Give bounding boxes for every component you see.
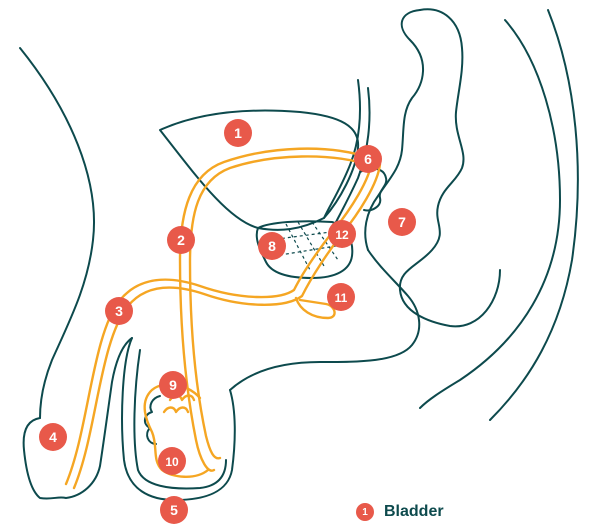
abdomen-outline bbox=[20, 48, 94, 418]
marker-2-vas-deferens: 2 bbox=[167, 226, 195, 254]
marker-1-bladder: 1 bbox=[224, 119, 252, 147]
marker-12-marker-12: 12 bbox=[328, 220, 356, 248]
legend-label: Bladder bbox=[384, 503, 444, 521]
marker-number: 6 bbox=[364, 151, 372, 167]
marker-8-marker-8: 8 bbox=[258, 232, 286, 260]
marker-9-marker-9: 9 bbox=[159, 371, 187, 399]
marker-7-marker-7: 7 bbox=[388, 208, 416, 236]
marker-number: 4 bbox=[49, 429, 57, 445]
anatomy-outlines bbox=[20, 9, 578, 500]
rectum-back bbox=[400, 9, 500, 326]
urethra-inner bbox=[74, 164, 380, 488]
legend: 1 Bladder bbox=[356, 503, 444, 521]
marker-3-marker-3: 3 bbox=[105, 297, 133, 325]
marker-number: 12 bbox=[335, 228, 349, 242]
sacrum-outline bbox=[420, 20, 560, 408]
marker-5-marker-5: 5 bbox=[160, 496, 188, 524]
marker-number: 9 bbox=[169, 377, 177, 393]
marker-number: 10 bbox=[165, 455, 179, 469]
marker-number: 5 bbox=[170, 502, 178, 518]
marker-number: 1 bbox=[234, 125, 242, 141]
marker-number: 3 bbox=[115, 303, 123, 319]
marker-11-marker-11: 11 bbox=[327, 283, 355, 311]
back-outline bbox=[490, 10, 578, 420]
perineum-outline bbox=[230, 250, 419, 390]
marker-number: 7 bbox=[398, 214, 406, 230]
marker-number: 8 bbox=[268, 238, 276, 254]
legend-marker: 1 bbox=[356, 503, 374, 521]
marker-number: 2 bbox=[177, 232, 185, 248]
marker-4-marker-4: 4 bbox=[39, 423, 67, 451]
bladder-outline bbox=[160, 111, 358, 230]
marker-6-marker-6: 6 bbox=[354, 145, 382, 173]
marker-10-marker-10: 10 bbox=[158, 447, 186, 475]
marker-number: 11 bbox=[335, 291, 348, 305]
